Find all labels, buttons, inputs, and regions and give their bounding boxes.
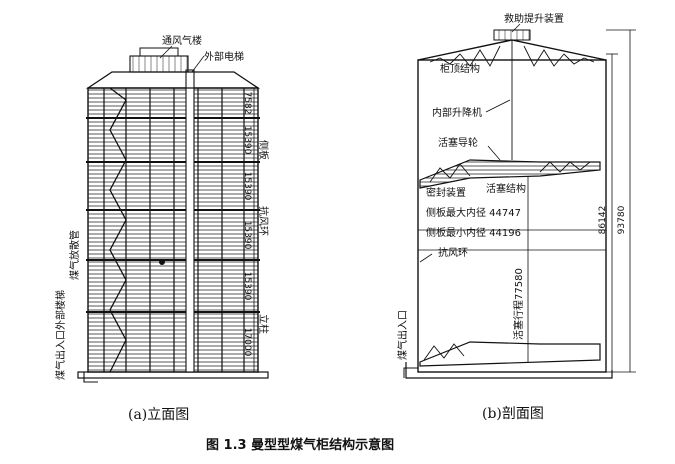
section-bottom-truss: [423, 343, 465, 361]
elevation-marker: [159, 259, 165, 265]
section-inlet-duct: [403, 367, 418, 378]
section-bottom-piston: [419, 341, 601, 367]
section-dim-lines: [606, 29, 636, 373]
elevation-dim-line: [250, 88, 258, 372]
dim-a-4: 15390: [242, 221, 252, 250]
elevation-vent-cap: [139, 47, 179, 57]
dim-a-1: 7582: [242, 92, 252, 115]
label-min-dia: 侧板最小内径 44196: [426, 226, 521, 239]
caption-elevation: (a)立面图: [128, 407, 190, 423]
label-ext-elevator: 外部电梯: [204, 50, 244, 63]
label-piston-guide: 活塞导轮: [438, 136, 478, 149]
label-stroke: 活塞行程77580: [512, 268, 525, 340]
dim-a-3: 15390: [242, 172, 252, 201]
elevation-body: [87, 87, 259, 373]
elevation-base: [77, 371, 269, 379]
elevation-inlet-duct: [83, 372, 98, 383]
caption-section: (b)剖面图: [482, 406, 544, 422]
label-gas-diffuser: 煤气放散管: [68, 230, 81, 280]
label-vent-stair: 通风气楼: [162, 34, 202, 47]
dim-b-1: 86142: [598, 206, 608, 235]
leader-wind-ring-b: [419, 253, 433, 263]
leader-inner-lift: [485, 99, 511, 113]
label-max-dia: 侧板最大内径 44747: [426, 206, 521, 219]
dim-b-2: 93780: [617, 205, 627, 234]
dim-a-5: 15390: [242, 272, 252, 301]
label-column: 立柱: [257, 314, 270, 334]
elevation-columns: [103, 88, 245, 372]
dim-a-2: 15390: [242, 126, 252, 155]
label-wind-ring-a: 抗风环: [257, 206, 270, 236]
label-rescue-lift: 救助提升装置: [504, 12, 564, 25]
section-drawing: 86142 93780 救助提升装置 柜顶结构 内部升降机 活塞导轮 密封装置 …: [396, 12, 636, 379]
figure-title: 图 1.3 曼型型煤气柜结构示意图: [206, 438, 395, 453]
elevation-dims: 7582 15390 15390 15390 15390 17000: [242, 92, 252, 357]
elevation-drawing: 7582 15390 15390 15390 15390 17000 通风气楼 …: [54, 34, 270, 383]
leader-vent: [159, 45, 173, 59]
leader-rescue: [511, 23, 521, 33]
label-inner-lift: 内部升降机: [432, 106, 482, 119]
label-side-plate: 侧板: [257, 140, 270, 160]
section-base: [405, 362, 613, 379]
elevation-elevator-shaft: [185, 69, 195, 373]
label-seal: 密封装置: [426, 186, 466, 199]
label-wind-ring-b: 抗风环: [438, 246, 468, 259]
label-piston: 活塞结构: [486, 182, 526, 195]
section-interior-lines: [418, 229, 606, 251]
label-section-gas-inlet: 煤气出入口: [396, 310, 409, 360]
section-piston-truss: [429, 161, 591, 183]
leader-elevator: [191, 55, 205, 73]
section-roof-truss: [429, 45, 595, 67]
elevation-stair: [109, 87, 127, 373]
dim-a-6: 17000: [242, 328, 252, 357]
elevation-vent-house: [129, 55, 189, 73]
leader-piston-guide: [487, 145, 501, 161]
elevation-roof: [85, 71, 261, 89]
label-roof: 柜顶结构: [440, 62, 480, 75]
label-gas-inlet-stair: 煤气出入口外部楼梯: [54, 290, 67, 380]
